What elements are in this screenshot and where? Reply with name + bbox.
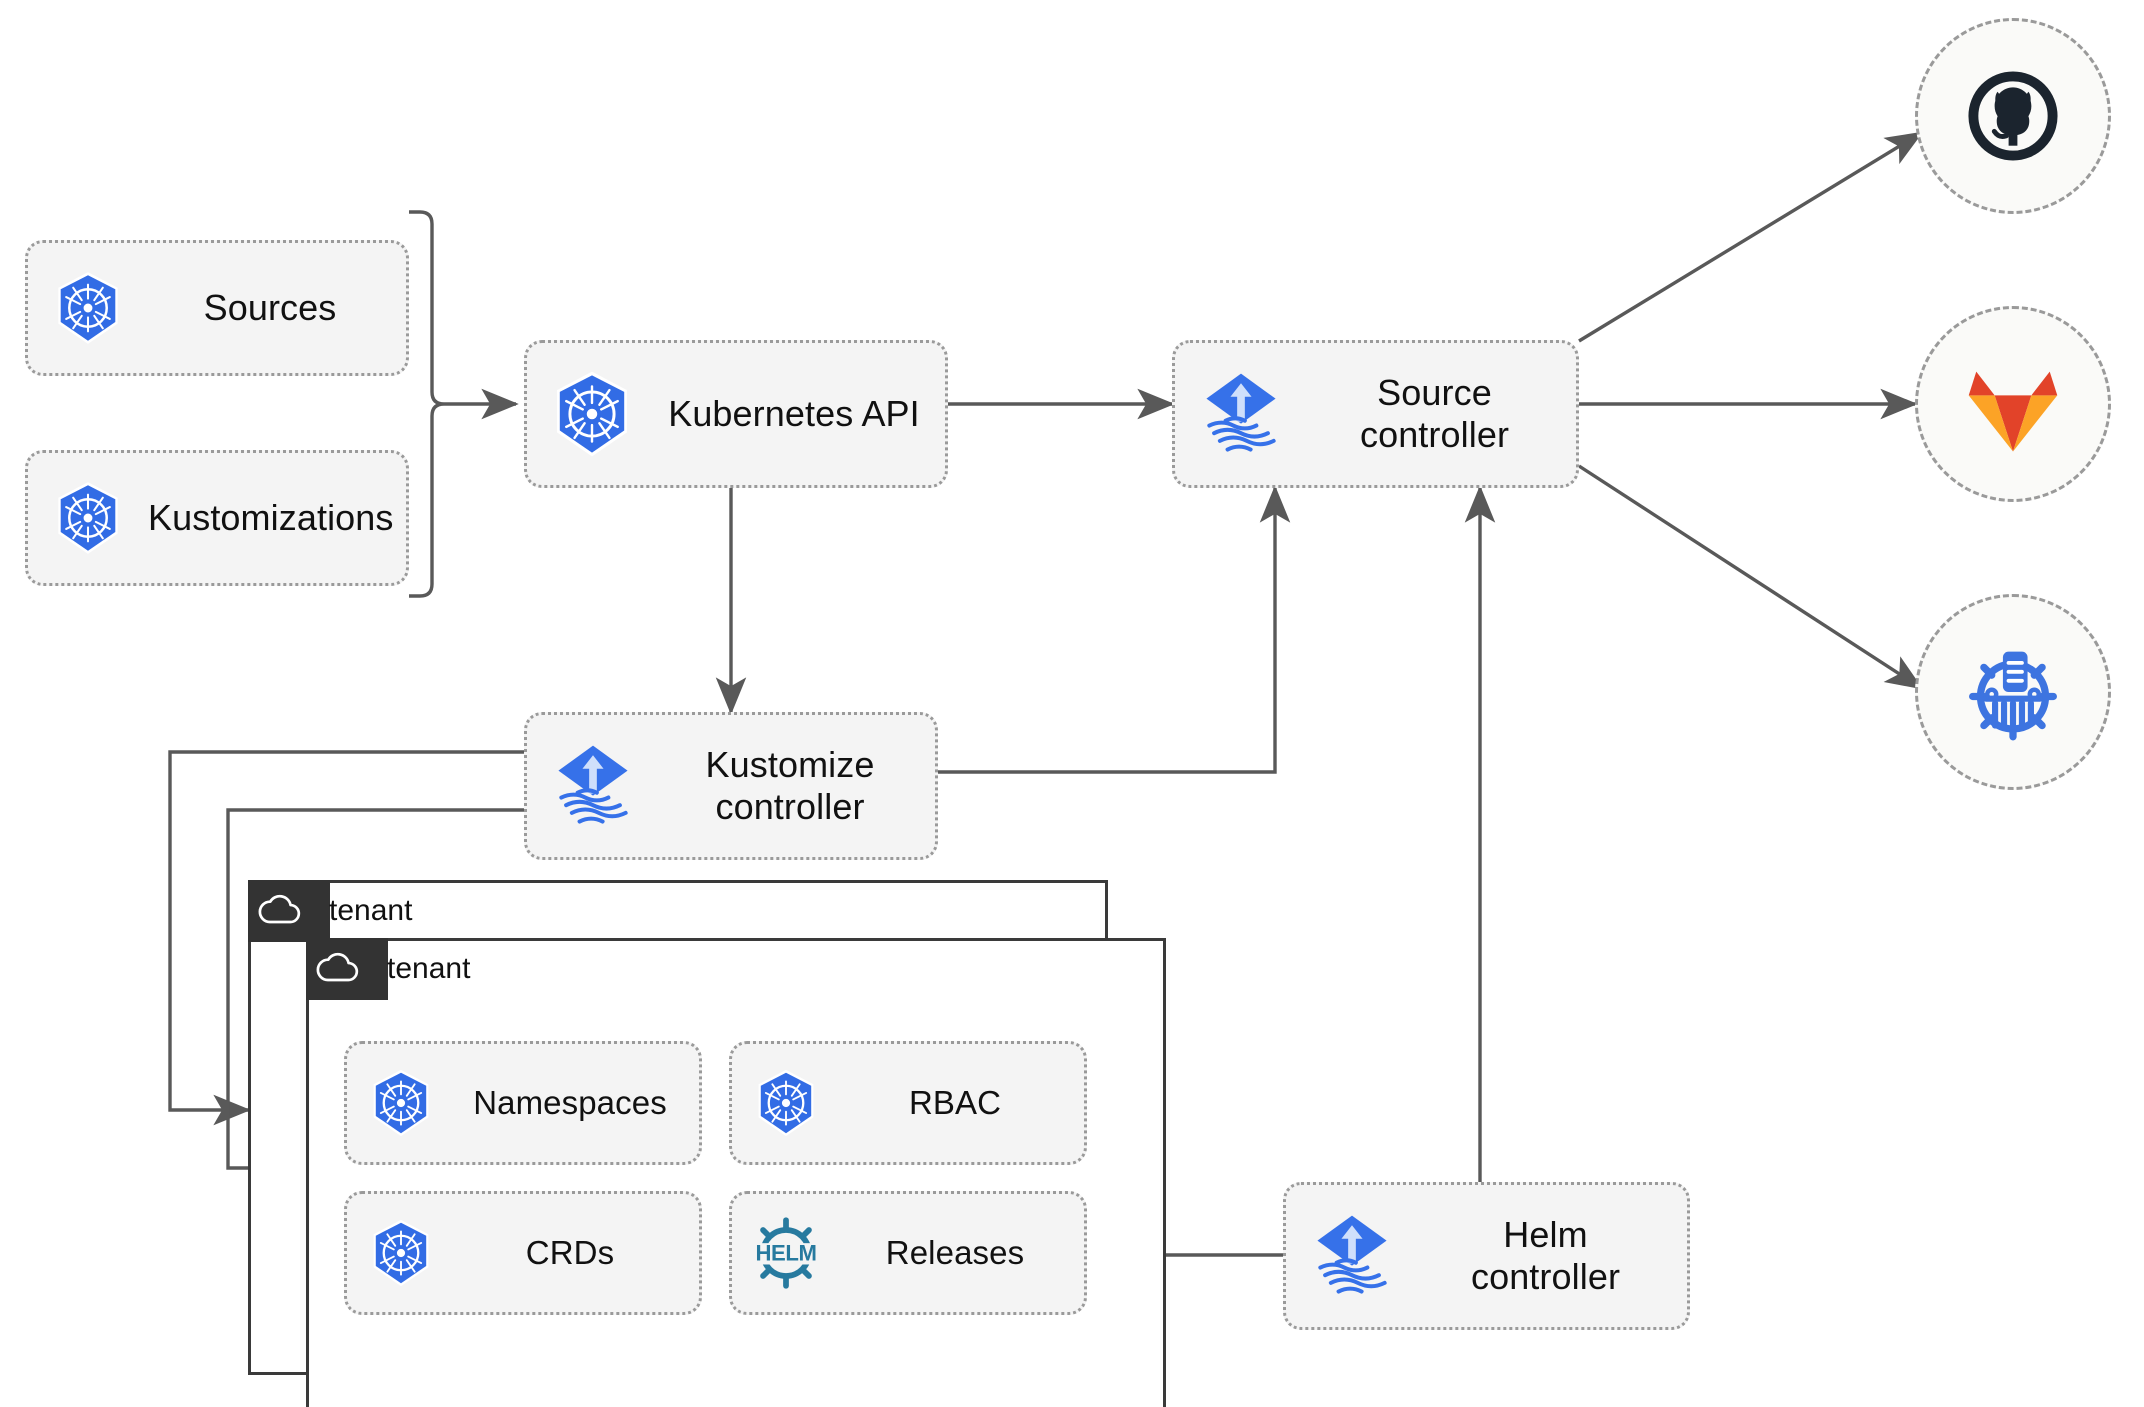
kubernetes-icon: [732, 1067, 840, 1139]
tenant-header-inner: [306, 938, 388, 1000]
kubernetes-icon: [347, 1217, 455, 1289]
tenant-label: tenant: [387, 952, 471, 985]
gitlab-icon: [1968, 371, 2058, 452]
node-label: Releases: [885, 1233, 1025, 1271]
edge-resources-bracket: [409, 210, 445, 598]
node-label: Kustomizations: [148, 496, 394, 538]
svg-text:HELM: HELM: [755, 1240, 816, 1265]
flux-icon: [1175, 366, 1307, 462]
node-kustomizations[interactable]: Kustomizations: [25, 450, 409, 586]
node-label: CRDs: [525, 1233, 615, 1271]
oci-registry-icon: [1969, 651, 2057, 741]
edge-source-oci: [1578, 464, 1924, 690]
node-helm-controller[interactable]: Helm controller: [1283, 1182, 1690, 1330]
node-source-controller[interactable]: Source controller: [1172, 340, 1579, 488]
tenant-header-outer: [248, 880, 330, 942]
node-namespaces[interactable]: Namespaces: [344, 1041, 702, 1165]
kubernetes-icon: [347, 1067, 455, 1139]
cloud-icon: [258, 894, 301, 924]
node-label: Helm controller: [1470, 1213, 1621, 1297]
node-crds[interactable]: CRDs: [344, 1191, 702, 1315]
node-kubernetes-api[interactable]: Kubernetes API: [524, 340, 948, 488]
tenant-label: tenant: [329, 894, 413, 927]
helm-icon: HELM: [732, 1212, 840, 1294]
kubernetes-icon: [527, 368, 657, 460]
node-label: Kubernetes API: [668, 392, 920, 434]
node-kustomize-controller[interactable]: Kustomize controller: [524, 712, 938, 860]
node-label: Sources: [203, 286, 337, 328]
flux-icon: [527, 738, 659, 834]
kubernetes-icon: [28, 269, 148, 347]
node-rbac[interactable]: RBAC: [729, 1041, 1087, 1165]
node-label: Kustomize controller: [705, 743, 875, 827]
cloud-icon: [316, 952, 359, 982]
node-label: Source controller: [1359, 371, 1510, 455]
kubernetes-icon: [28, 479, 148, 557]
provider-gitlab[interactable]: [1915, 306, 2111, 502]
edge-kustomize-source: [938, 485, 1291, 774]
flux-icon: [1286, 1208, 1418, 1304]
node-label: Namespaces: [473, 1083, 667, 1121]
provider-oci-registry[interactable]: [1915, 594, 2111, 790]
tenant-box-inner: tenant Namespaces: [306, 938, 1166, 1407]
edge-source-github: [1578, 131, 1924, 343]
github-icon: [1968, 71, 2058, 161]
node-label: RBAC: [908, 1083, 1002, 1121]
provider-github[interactable]: [1915, 18, 2111, 214]
node-sources[interactable]: Sources: [25, 240, 409, 376]
node-releases[interactable]: HELM Releases: [729, 1191, 1087, 1315]
